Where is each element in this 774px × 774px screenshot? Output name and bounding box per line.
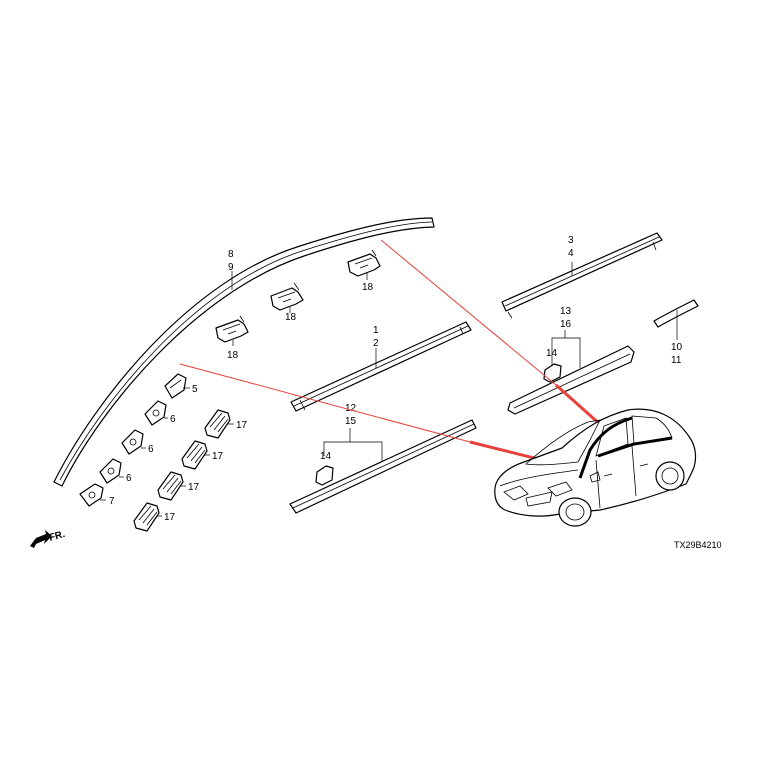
front-marker: FR.: [48, 529, 67, 544]
label-roof-molding-8: 8: [228, 249, 234, 260]
label-front-molding-3: 3: [568, 235, 574, 246]
label-clip-7: 7: [109, 496, 115, 507]
label-clip-17-b: 17: [212, 451, 224, 462]
rear-door-sash-molding[interactable]: [289, 419, 477, 514]
label-front-sash-1: 1: [373, 325, 379, 336]
label-clip-5: 5: [192, 384, 198, 395]
clip-5[interactable]: [164, 373, 187, 399]
cap-14-front[interactable]: [315, 465, 334, 486]
clip-17-b[interactable]: [181, 440, 208, 470]
clip-18-a[interactable]: [347, 249, 381, 277]
label-rear-molding-13: 13: [560, 306, 572, 317]
clip-7[interactable]: [79, 483, 104, 507]
clip-6-a[interactable]: [144, 400, 167, 426]
clip-17-a[interactable]: [204, 409, 231, 439]
label-rear-sash-15: 15: [345, 416, 357, 427]
label-clip-6-a: 6: [170, 414, 176, 425]
diagram-code: TX29B4210: [674, 540, 722, 550]
sash-reference-line: [179, 363, 471, 443]
label-cap-rear: 14: [546, 348, 558, 359]
label-rear-molding-16: 16: [560, 319, 572, 330]
car-illustration: [494, 408, 697, 527]
label-cap-front: 14: [320, 451, 332, 462]
label-clip-17-d: 17: [164, 512, 176, 523]
clip-18-c[interactable]: [215, 315, 249, 343]
label-rear-sash-12: 12: [345, 403, 357, 414]
clip-17-c[interactable]: [157, 471, 184, 501]
clip-6-c[interactable]: [99, 458, 122, 484]
front-arrow-icon: [30, 530, 52, 548]
label-roof-molding-9: 9: [228, 262, 234, 273]
label-quarter-10: 10: [671, 342, 683, 353]
front-door-sash-molding[interactable]: [290, 321, 472, 412]
label-clip-17-a: 17: [236, 420, 248, 431]
clip-17-d[interactable]: [133, 502, 160, 532]
label-clip-18-b: 18: [285, 312, 297, 323]
quarter-molding[interactable]: [653, 299, 699, 328]
label-front-sash-2: 2: [373, 338, 379, 349]
label-clip-17-c: 17: [188, 482, 200, 493]
label-clip-18-c: 18: [227, 350, 239, 361]
label-front-molding-4: 4: [568, 248, 574, 259]
label-clip-18-a: 18: [362, 282, 374, 293]
front-door-molding[interactable]: [501, 232, 663, 319]
cap-14-rear[interactable]: [543, 363, 562, 383]
rear-door-molding[interactable]: [507, 345, 635, 415]
roof-arrow: [555, 383, 603, 428]
label-clip-6-c: 6: [126, 473, 132, 484]
clip-18-b[interactable]: [270, 282, 304, 311]
clip-6-b[interactable]: [121, 429, 144, 455]
label-clip-6-b: 6: [148, 444, 154, 455]
roof-molding[interactable]: [53, 217, 435, 487]
roof-reference-line: [380, 239, 557, 386]
label-quarter-11: 11: [671, 355, 682, 366]
